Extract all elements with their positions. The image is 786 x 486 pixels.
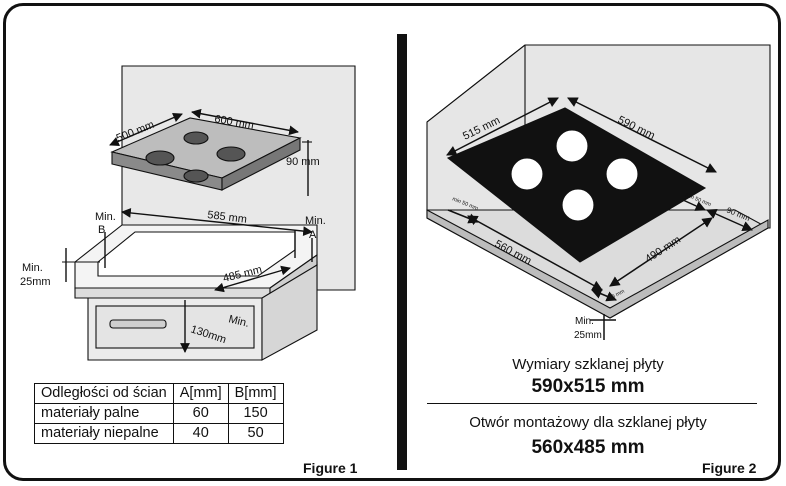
- glass-hob-zone-1: [555, 129, 589, 163]
- glass-hob-zone-3: [605, 157, 639, 191]
- dim-line-590: [567, 97, 717, 173]
- dim-line-500: [109, 112, 183, 147]
- label-min-left: Min.: [22, 262, 43, 274]
- hob-burner-1: [145, 150, 175, 166]
- glass-hob-zone-4: [561, 188, 595, 222]
- table-cell: materiały palne: [34, 403, 174, 424]
- table-cell: 50: [227, 423, 284, 444]
- figure1-drawing: [62, 65, 356, 361]
- dim-line-585: [121, 208, 313, 236]
- label-b: B: [98, 224, 105, 236]
- dim-line-560: [467, 215, 603, 291]
- table-header: B[mm]: [227, 383, 284, 404]
- dim-line-485: [214, 265, 291, 293]
- label-min-b: Min.: [95, 211, 116, 223]
- dim-line-50-front: [591, 288, 617, 302]
- figure2-label: Figure 2: [702, 460, 757, 476]
- panel-divider: [397, 34, 407, 470]
- figure2-drawing: [426, 44, 771, 319]
- countertop-cutout: [97, 231, 296, 277]
- table-header: Odległości od ścian: [34, 383, 174, 404]
- dim-line-90-2: [706, 209, 753, 231]
- label-585mm: 585 mm: [207, 209, 248, 226]
- table-cell: 60: [172, 403, 229, 424]
- label-a: A: [309, 229, 317, 241]
- wall-distance-table: Odległości od ścian A[mm] B[mm] materiał…: [34, 383, 284, 444]
- table-cell: 150: [227, 403, 284, 424]
- dim-line-min50-back: [447, 209, 479, 224]
- table-header-row: Odległości od ścian A[mm] B[mm]: [34, 383, 284, 404]
- label-min-a: Min.: [305, 215, 326, 227]
- table-row: materiały niepalne 40 50: [34, 423, 284, 444]
- table-cell: materiały niepalne: [34, 423, 174, 444]
- hob-burner-2: [183, 131, 209, 145]
- table-row: materiały palne 60 150: [34, 403, 284, 424]
- hob-burner-3: [216, 146, 246, 162]
- glass-hob-zone-2: [510, 157, 544, 191]
- outer-frame: [3, 3, 781, 481]
- table-header: A[mm]: [172, 383, 229, 404]
- dim-line-600: [191, 108, 299, 136]
- hob-burner-4: [183, 169, 209, 183]
- countertop-edge: [74, 287, 271, 299]
- figure1-label: Figure 1: [303, 460, 358, 476]
- drawer-handle: [109, 319, 167, 329]
- label-25mm-left: 25mm: [20, 276, 51, 288]
- label-min-130: Min.: [227, 313, 250, 330]
- dim-line-515: [446, 97, 559, 156]
- dim-line-490: [609, 217, 713, 287]
- label-min-2: Min.: [575, 316, 594, 327]
- caption-divider: [427, 403, 757, 404]
- caption-glass-size-value: 590x515 mm: [531, 376, 645, 397]
- table-cell: 40: [172, 423, 229, 444]
- label-25mm-2: 25mm: [574, 330, 602, 341]
- caption-cutout-title: Otwór montażowy dla szklanej płyty: [469, 414, 707, 431]
- caption-cutout-value: 560x485 mm: [531, 437, 645, 458]
- caption-glass-size-title: Wymiary szklanej płyty: [512, 356, 664, 373]
- label-90mm: 90 mm: [286, 156, 320, 168]
- dim-line-min50-right: [682, 199, 706, 211]
